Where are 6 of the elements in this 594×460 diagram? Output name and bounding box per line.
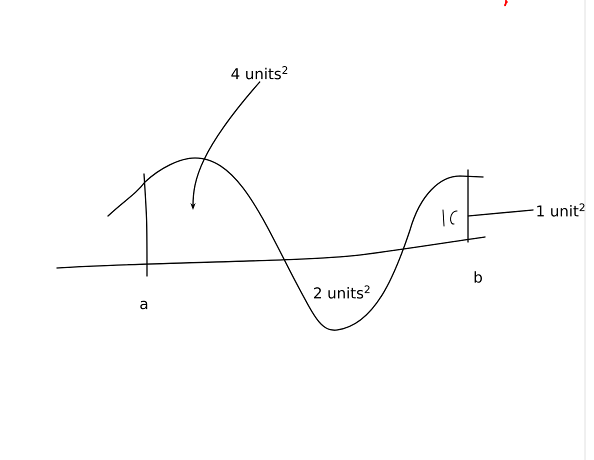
leader-line bbox=[467, 209, 534, 217]
bound-label: b bbox=[474, 271, 482, 283]
area-label: 4 units$^{2}$ bbox=[231, 66, 288, 80]
area-label: 1 unit$^{2}$ bbox=[537, 203, 584, 217]
bound-label: a bbox=[140, 300, 148, 310]
area-label: 2 units$^{2}$ bbox=[314, 285, 370, 299]
